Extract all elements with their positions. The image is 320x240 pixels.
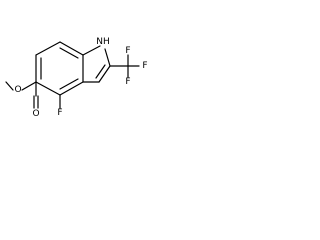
bond-c2-c3 bbox=[98, 65, 111, 83]
label-f-cf3-bottom: F bbox=[125, 77, 130, 87]
bond-c4-c3a bbox=[35, 81, 61, 96]
bond-c3a-c7a bbox=[59, 81, 84, 96]
benzene-ring bbox=[35, 41, 84, 96]
trifluoromethyl-group bbox=[109, 54, 140, 78]
label-f-cf3-right: F bbox=[142, 61, 147, 71]
double-bond-c2-c3 bbox=[95, 64, 106, 79]
label-o-ester: O bbox=[14, 85, 21, 95]
bond-c6-c5 bbox=[35, 41, 61, 56]
structure-canvas: NH O O F F F F bbox=[0, 0, 152, 152]
double-bond-c3a-c7a bbox=[59, 78, 79, 90]
chemical-structure-diagram: NH O O F F F F bbox=[5, 37, 148, 119]
label-nh: NH bbox=[96, 37, 110, 47]
bond-o-methyl bbox=[5, 81, 14, 91]
methyl-ester-group bbox=[5, 81, 39, 109]
bond-c7a-n1 bbox=[82, 45, 101, 56]
double-bond-c7-c6 bbox=[59, 47, 79, 59]
bond-c7-c6 bbox=[59, 41, 84, 56]
label-o-carbonyl: O bbox=[32, 109, 39, 119]
bond-n1-c2 bbox=[104, 48, 111, 67]
label-f-ring: F bbox=[57, 108, 62, 118]
pyrrole-ring bbox=[82, 45, 111, 83]
bond-carbonyl-o-ester bbox=[21, 81, 37, 91]
label-f-cf3-top: F bbox=[125, 46, 130, 56]
